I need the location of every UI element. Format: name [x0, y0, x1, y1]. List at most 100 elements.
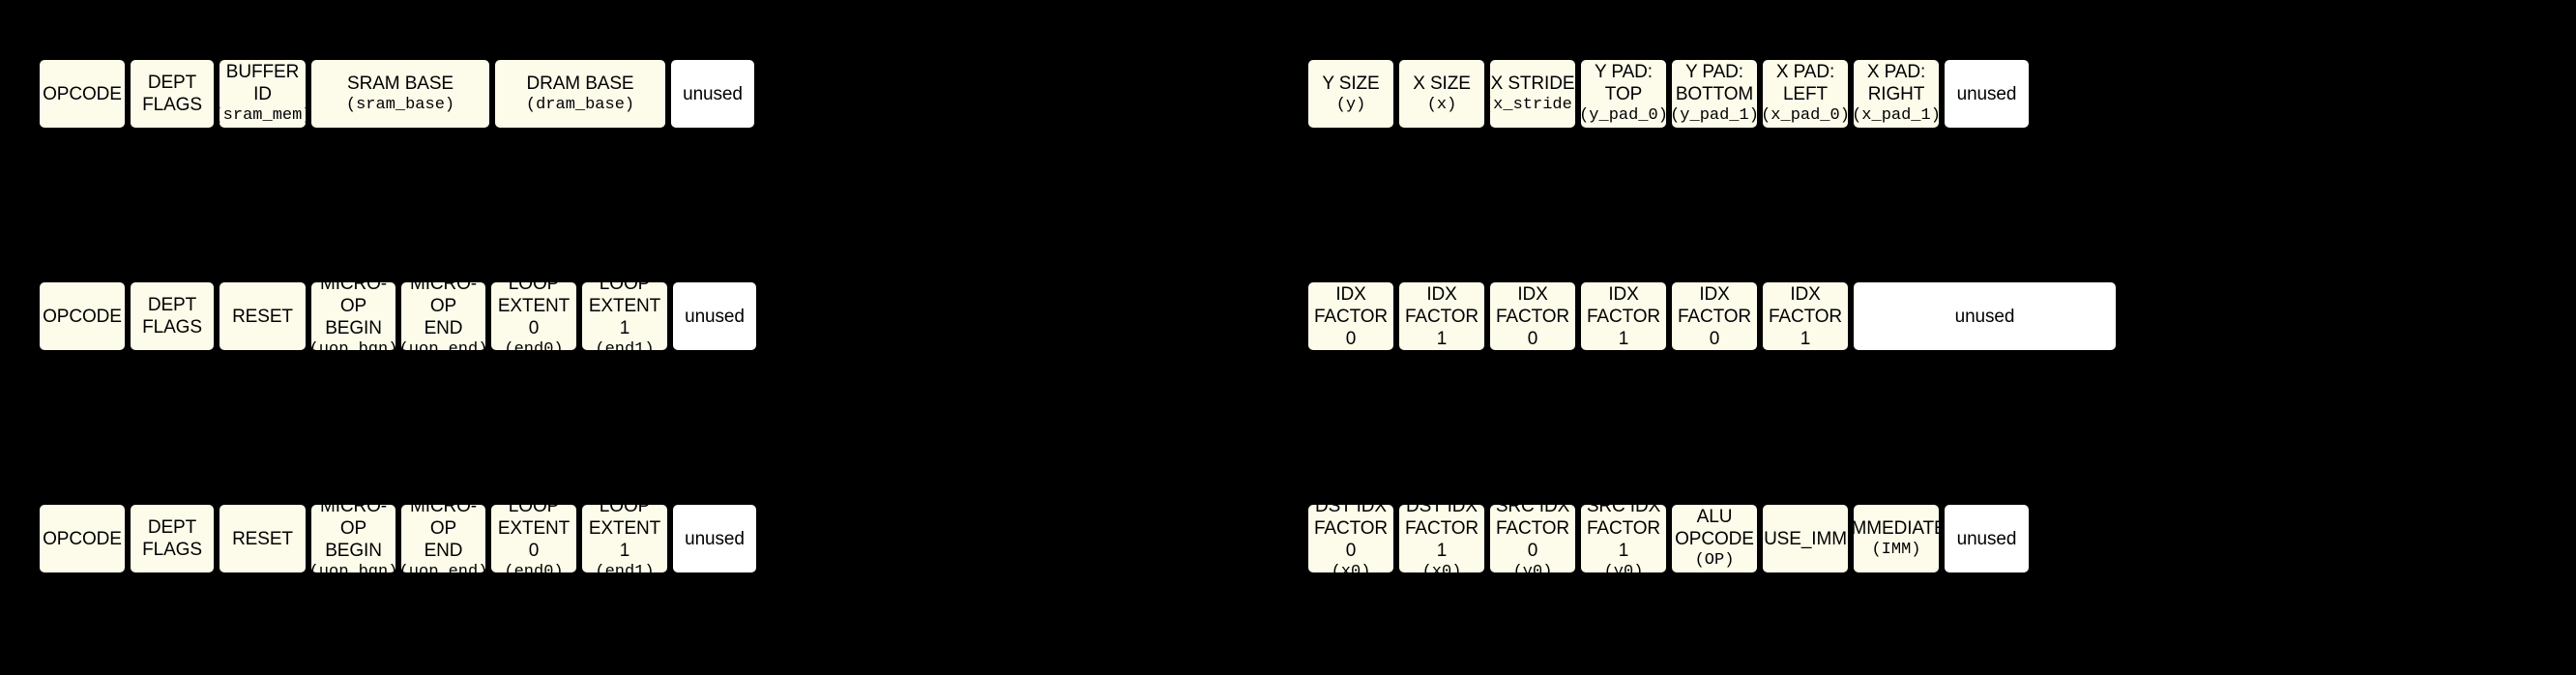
field-label: unused	[685, 306, 745, 327]
field-label: WEIGHT IDX FACTOR 0	[1677, 284, 1752, 349]
field-dst-idx-factor-1: DST IDX FACTOR 1(x0)	[1397, 503, 1486, 574]
field-variable-name: (y_pad_0)	[1579, 106, 1668, 125]
field-variable-name: (sram_mem)	[218, 106, 307, 125]
field-src-idx-factor-1: SRC IDX FACTOR 1(y0)	[1579, 503, 1668, 574]
field-label: USE_IMM	[1764, 528, 1847, 549]
field-label: DEPT FLAGS	[142, 73, 202, 115]
field-label: SRC IDX FACTOR 0	[1495, 503, 1570, 561]
field-micro-op-begin: MICRO-OP BEGIN(uop_bgn)	[309, 503, 397, 574]
field-label: DEPT FLAGS	[142, 295, 202, 338]
field-variable-name: (x_pad_1)	[1852, 106, 1941, 125]
field-variable-name: (x0)	[1421, 562, 1462, 574]
field-label: MICRO-OP BEGIN	[319, 280, 388, 338]
field-label: unused	[1956, 528, 2017, 549]
field-dst-idx-factor-0: DST IDX FACTOR 0(x0)	[1306, 503, 1395, 574]
field-alu-opcode: ALU OPCODE(OP)	[1670, 503, 1759, 574]
field-label: unused	[1956, 83, 2017, 104]
field-label: Y PAD: TOP	[1595, 62, 1653, 104]
field-group-right: Y SIZE(y)X SIZE(x)X STRIDE(x_stride)Y PA…	[1305, 58, 2539, 130]
field-unused: unused	[671, 503, 758, 574]
field-loop-extent-0: LOOP EXTENT 0(end0)	[489, 503, 578, 574]
field-label: unused	[1954, 306, 2015, 327]
field-loop-extent-1: LOOP EXTENT 1(end1)	[580, 503, 669, 574]
field-variable-name: (z1)	[1786, 350, 1826, 352]
field-label: ACCUM IDX FACTOR 1	[1404, 284, 1479, 349]
field-variable-name: (end1)	[595, 562, 655, 574]
field-variable-name: (OP)	[1694, 551, 1735, 570]
field-label: DST IDX FACTOR 1	[1404, 503, 1479, 561]
field-reset: RESET	[218, 503, 307, 574]
field-y-size: Y SIZE(y)	[1306, 58, 1395, 130]
field-variable-name: (y_pad_1)	[1670, 106, 1759, 125]
field-variable-name: (uop_end)	[399, 562, 487, 574]
field-opcode: OPCODE	[38, 503, 127, 574]
field-micro-op-end: MICRO-OP END(uop_end)	[399, 503, 487, 574]
field-variable-name: (z0)	[1695, 350, 1735, 352]
field-x-pad-right: X PAD: RIGHT(x_pad_1)	[1852, 58, 1941, 130]
field-label: X SIZE	[1413, 73, 1471, 94]
field-variable-name: (uop_bgn)	[309, 339, 397, 352]
field-label: RESET	[232, 528, 293, 549]
field-label: Y SIZE	[1322, 73, 1380, 94]
field-weight-idx-factor-1: WEIGHT IDX FACTOR 1(z1)	[1761, 280, 1850, 352]
field-label: SRAM BASE	[347, 73, 454, 94]
field-label: ACCUM IDX FACTOR 0	[1313, 284, 1389, 349]
field-label: LOOP EXTENT 0	[497, 280, 571, 338]
field-label: OPCODE	[43, 83, 122, 104]
field-variable-name: (end1)	[595, 339, 655, 352]
field-variable-name: (uop_bgn)	[309, 562, 397, 574]
field-x-pad-left: X PAD: LEFT (x_pad_0)	[1761, 58, 1850, 130]
field-dram-base: DRAM BASE(dram_base)	[493, 58, 667, 130]
field-y-pad-bottom: Y PAD: BOTTOM (y_pad_1)	[1670, 58, 1759, 130]
field-label: IMMEDIATE	[1852, 517, 1939, 539]
field-label: WEIGHT IDX FACTOR 1	[1768, 284, 1843, 349]
field-buffer-id: BUFFER ID (sram_mem)	[218, 58, 307, 130]
field-x-stride: X STRIDE(x_stride)	[1488, 58, 1577, 130]
field-unused: unused	[1852, 280, 2118, 352]
field-opcode: OPCODE	[38, 58, 127, 130]
field-label: INPUT IDX FACTOR 0	[1495, 284, 1570, 349]
field-variable-name: (end0)	[504, 339, 564, 352]
field-dept-flags: DEPT FLAGS	[129, 503, 216, 574]
field-input-idx-factor-1: INPUT IDX FACTOR 1(y1)	[1579, 280, 1668, 352]
field-variable-name: (x_pad_0)	[1761, 106, 1850, 125]
field-variable-name: (dram_base)	[525, 95, 635, 114]
field-label: BUFFER ID	[225, 62, 300, 104]
field-label: MICRO-OP BEGIN	[319, 503, 388, 561]
field-variable-name: (end0)	[504, 562, 564, 574]
field-label: DEPT FLAGS	[142, 517, 202, 560]
field-micro-op-end: MICRO-OP END(uop_end)	[399, 280, 487, 352]
field-variable-name: (y0)	[1603, 562, 1644, 574]
field-variable-name: (x0)	[1332, 350, 1371, 352]
field-unused: unused	[1943, 503, 2031, 574]
field-variable-name: (x)	[1426, 95, 1457, 114]
field-label: unused	[683, 83, 743, 104]
field-label: INPUT IDX FACTOR 1	[1586, 284, 1661, 349]
field-label: OPCODE	[43, 528, 122, 549]
field-variable-name: (x1)	[1422, 350, 1462, 352]
field-accum-idx-factor-0: ACCUM IDX FACTOR 0(x0)	[1306, 280, 1395, 352]
field-loop-extent-0: LOOP EXTENT 0(end0)	[489, 280, 578, 352]
field-sram-base: SRAM BASE(sram_base)	[309, 58, 491, 130]
field-variable-name: (y1)	[1604, 350, 1644, 352]
field-dept-flags: DEPT FLAGS	[129, 280, 216, 352]
field-label: Y PAD: BOTTOM	[1675, 62, 1754, 104]
field-y-pad-top: Y PAD: TOP (y_pad_0)	[1579, 58, 1668, 130]
field-reset: RESET	[218, 280, 307, 352]
field-variable-name: (y0)	[1512, 562, 1553, 574]
field-dept-flags: DEPT FLAGS	[129, 58, 216, 130]
field-unused: unused	[669, 58, 756, 130]
field-label: LOOP EXTENT 0	[497, 503, 571, 561]
field-label: X PAD: LEFT	[1775, 62, 1835, 104]
field-x-size: X SIZE(x)	[1397, 58, 1486, 130]
field-variable-name: (sram_base)	[345, 95, 455, 114]
field-label: DST IDX FACTOR 0	[1313, 503, 1389, 561]
field-micro-op-begin: MICRO-OP BEGIN(uop_bgn)	[309, 280, 397, 352]
field-label: MICRO-OP END	[409, 280, 478, 338]
field-src-idx-factor-0: SRC IDX FACTOR 0(y0)	[1488, 503, 1577, 574]
